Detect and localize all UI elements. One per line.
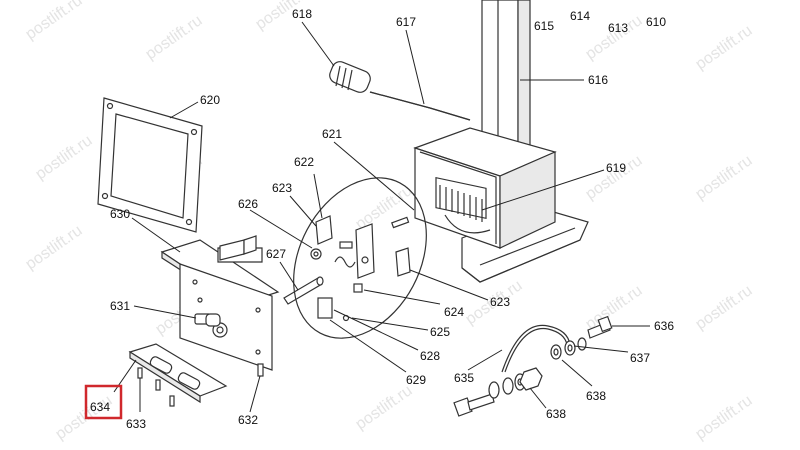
part-label-618: 618 [292,7,312,21]
part-label-626: 626 [238,197,258,211]
watermark: postlift.ru [353,382,416,433]
part-label-616: 616 [588,73,608,87]
part-label-635: 635 [454,371,474,385]
detail-ellipse [293,177,427,339]
part-label-614: 614 [570,9,590,23]
nut-626 [310,248,322,260]
part-label-637: 637 [630,351,650,365]
switch-bracket [128,343,228,404]
highlight-box [84,384,123,420]
part-label-629: 629 [406,373,426,387]
bolt-lower [453,393,495,417]
bolt-631 [194,313,221,327]
part-label-628: 628 [420,349,440,363]
part-label-619: 619 [606,161,626,175]
washers-637 [550,337,587,360]
cable-connector [329,61,371,93]
part-label-610: 610 [646,15,666,29]
watermark-layer: postlift.ru postlift.ru postlift.ru post… [23,0,756,443]
cable-assembly [329,61,471,121]
bolt-636 [587,315,613,339]
watermark: postlift.ru [143,12,206,63]
watermark: postlift.ru [583,12,646,63]
part-label-620: 620 [200,93,220,107]
part-label-617: 617 [396,15,416,29]
part-label-613: 613 [608,21,628,35]
part-label-634: 634 [90,400,110,414]
part-label-632: 632 [238,413,258,427]
part-label-638: 638 [586,389,606,403]
part-label-633: 633 [126,417,146,431]
post-column [481,0,531,153]
watermark: postlift.ru [583,152,646,203]
part-label-623-lower: 623 [490,295,510,309]
part-label-638-lower: 638 [546,407,566,421]
rod-627 [283,276,324,305]
junction-box [413,127,557,249]
part-label-630: 630 [110,207,130,221]
part-label-636: 636 [654,319,674,333]
ground-wire [501,324,571,373]
mounting-plate [160,239,280,371]
part-label-622: 622 [294,155,314,169]
angle-bracket [219,235,257,261]
watermark: postlift.ru [33,132,96,183]
watermark: postlift.ru [693,282,756,333]
watermark: postlift.ru [693,22,756,73]
watermark: postlift.ru [23,0,86,43]
part-label-621: 621 [322,127,342,141]
gasket-plate [97,97,203,233]
part-label-631: 631 [110,299,130,313]
part-label-625: 625 [430,325,450,339]
part-label-615: 615 [534,19,554,33]
screws [137,313,264,407]
part-label-623: 623 [272,181,292,195]
part-label-624: 624 [444,305,464,319]
nut-638 [519,367,543,391]
watermark: postlift.ru [353,182,416,233]
washers-lower [488,373,526,399]
watermark: postlift.ru [693,392,756,443]
watermark: postlift.ru [693,152,756,203]
part-label-627: 627 [266,247,286,261]
part-labels: 618 617 615 614 613 610 616 620 621 622 … [90,7,674,431]
watermark: postlift.ru [23,222,86,273]
